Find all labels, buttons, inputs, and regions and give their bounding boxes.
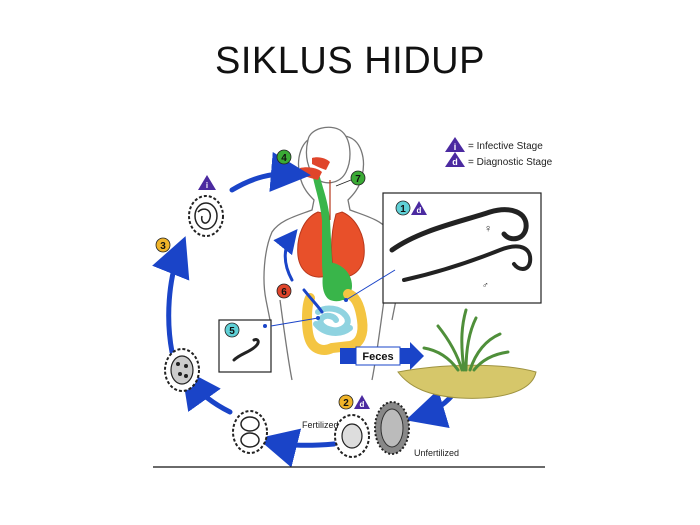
unfertilized-egg: [374, 401, 410, 455]
grass-blades: [422, 308, 510, 372]
fertilized-label: Fertilized: [302, 420, 339, 430]
svg-text:d: d: [417, 206, 422, 215]
legend-infective: i = Infective Stage: [445, 137, 543, 152]
feces-label-box: [355, 346, 401, 366]
small-intestine: [313, 305, 353, 336]
two-cell-egg: [232, 410, 268, 454]
feces-label: Feces: [362, 351, 393, 363]
right-lung: [331, 211, 365, 278]
diagnostic-legend-text: = Diagnostic Stage: [468, 157, 553, 168]
legend: i = Infective Stage d = Diagnostic Stage: [445, 137, 553, 168]
arrow-larva-lungs: [273, 228, 298, 282]
infective-legend-text: = Infective Stage: [468, 141, 543, 152]
feces-arrow: Feces: [340, 342, 424, 370]
unfertilized-label: Unfertilized: [414, 448, 459, 458]
slide-title: SIKLUS HIDUP: [215, 40, 485, 82]
svg-text:5: 5: [229, 326, 235, 337]
arrow-egg-to-mouth: [229, 152, 311, 193]
svg-text:7: 7: [355, 174, 361, 185]
step-2-marker: 2 d: [338, 394, 370, 410]
step-6-marker: 6: [276, 283, 292, 299]
svg-text:1: 1: [400, 204, 406, 215]
step-1-diagnostic-icon: [411, 201, 427, 215]
male-symbol: ♂: [482, 280, 489, 290]
step-2-diagnostic-icon: [354, 395, 370, 409]
step-1-marker: 1 d: [395, 200, 427, 216]
adult-worm-box: ♀ ♂: [344, 192, 542, 304]
infective-symbol: i: [454, 142, 457, 152]
infective-badge-icon: [198, 175, 216, 190]
svg-text:d: d: [360, 400, 365, 409]
embryonated-egg-left: [164, 348, 200, 392]
esophagus: [312, 170, 354, 301]
svg-text:6: 6: [281, 287, 287, 298]
female-symbol: ♀: [484, 223, 492, 235]
soil-grass: [397, 308, 537, 399]
legend-diagnostic: d = Diagnostic Stage: [445, 152, 553, 168]
infective-triangle-icon: [445, 137, 465, 152]
female-worm: [389, 207, 529, 253]
larva-icon: [232, 338, 260, 362]
arrow-lungs-larva: [302, 288, 324, 314]
arrow-embryo-to-3: [181, 367, 233, 415]
step-4-marker: 4: [276, 149, 292, 165]
svg-text:3: 3: [160, 241, 166, 252]
body-outline: [263, 135, 399, 381]
male-worm: [402, 244, 533, 282]
step-3-infective-badge: i: [198, 175, 216, 190]
human-body: [263, 126, 399, 381]
arrow-fert-to-embryo: [257, 428, 337, 468]
fertilized-egg: [334, 414, 370, 458]
arrow-3-to-1: [152, 236, 190, 355]
svg-text:4: 4: [281, 153, 287, 164]
diagnostic-triangle-icon: [445, 152, 465, 167]
svg-text:2: 2: [343, 398, 349, 409]
soil-mound: [397, 364, 537, 399]
large-intestine: [302, 289, 368, 355]
step-3-marker: 3: [155, 237, 171, 253]
svg-text:i: i: [206, 181, 208, 190]
infective-egg: [188, 195, 224, 237]
step-7-marker: 7: [335, 170, 366, 187]
nasal-red: [312, 157, 330, 170]
step-5-marker: 5: [224, 322, 240, 338]
diagnostic-symbol: d: [452, 157, 458, 167]
